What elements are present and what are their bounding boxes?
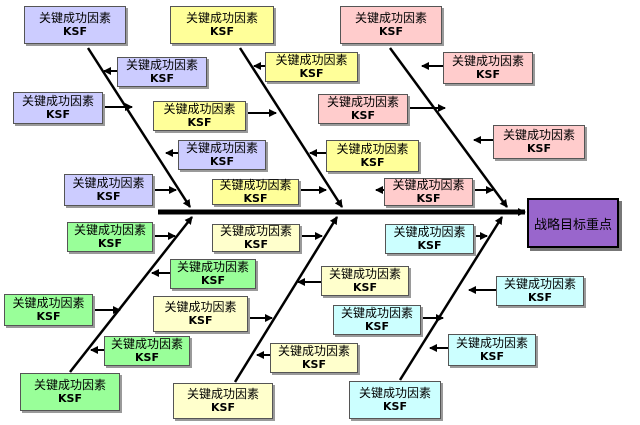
sub-arrows xyxy=(90,62,496,359)
factor-abbr: KSF xyxy=(201,274,225,287)
factor-abbr: KSF xyxy=(211,401,235,414)
factor-abbr: KSF xyxy=(351,109,375,122)
factor-label: 关键成功因素 xyxy=(38,11,111,25)
factor-label: 关键成功因素 xyxy=(275,53,348,67)
factor-label: 关键成功因素 xyxy=(186,387,259,401)
factor-abbr: KSF xyxy=(210,25,234,38)
factor-label: 关键成功因素 xyxy=(277,344,350,358)
factor-label: 关键成功因素 xyxy=(125,58,198,72)
factor-abbr: KSF xyxy=(416,192,441,205)
factor-abbr: KSF xyxy=(150,72,174,85)
factor-label: 关键成功因素 xyxy=(72,176,145,190)
factor-label: 关键成功因素 xyxy=(502,128,575,142)
factor-label: 关键成功因素 xyxy=(455,336,528,350)
factor-abbr: KSF xyxy=(135,351,159,364)
factor-label: 关键成功因素 xyxy=(503,277,576,291)
factor-label: 关键成功因素 xyxy=(12,296,85,310)
factor-abbr: KSF xyxy=(36,310,61,323)
factor-label: 关键成功因素 xyxy=(219,178,292,192)
factor-label: 关键成功因素 xyxy=(185,141,258,155)
factor-label: 关键成功因素 xyxy=(33,378,106,392)
factor-label: 关键成功因素 xyxy=(358,386,431,400)
factor-label: 关键成功因素 xyxy=(110,337,183,351)
bone-bottom-3 xyxy=(398,216,504,381)
factor-label: 关键成功因素 xyxy=(328,267,401,281)
factor-abbr: KSF xyxy=(46,108,70,121)
factor-label: 关键成功因素 xyxy=(392,178,465,192)
factor-abbr: KSF xyxy=(527,142,551,155)
factor-label: 关键成功因素 xyxy=(354,11,427,25)
factor-label: 关键成功因素 xyxy=(340,306,413,320)
factor-abbr: KSF xyxy=(365,320,389,333)
factor-abbr: KSF xyxy=(210,155,234,168)
bone-bottom-2 xyxy=(233,216,339,383)
factor-abbr: KSF xyxy=(98,237,122,250)
bone-top-3 xyxy=(388,47,509,208)
factor-abbr: KSF xyxy=(383,400,407,413)
factor-label: 关键成功因素 xyxy=(163,102,236,116)
factor-label: 关键成功因素 xyxy=(73,223,146,237)
factor-label: 关键成功因素 xyxy=(326,95,399,109)
factor-abbr: KSF xyxy=(476,68,500,81)
factor-abbr: KSF xyxy=(243,192,268,205)
factor-label: 关键成功因素 xyxy=(164,300,237,314)
factor-abbr: KSF xyxy=(187,116,212,129)
factor-abbr: KSF xyxy=(528,291,552,304)
factor-label: 关键成功因素 xyxy=(21,94,94,108)
bone-top-2 xyxy=(238,47,344,208)
factor-label: 关键成功因素 xyxy=(176,260,249,274)
factor-abbr: KSF xyxy=(417,239,442,252)
factor-abbr: KSF xyxy=(360,156,385,169)
factor-abbr: KSF xyxy=(244,238,268,251)
strategic-goal-box: 战略目标重点 xyxy=(527,198,619,248)
factor-abbr: KSF xyxy=(63,25,87,38)
factor-abbr: KSF xyxy=(353,281,377,294)
factor-label: 关键成功因素 xyxy=(393,225,466,239)
factor-label: 关键成功因素 xyxy=(219,224,292,238)
factor-label: 关键成功因素 xyxy=(451,54,524,68)
factor-label: 关键成功因素 xyxy=(185,11,258,25)
factor-abbr: KSF xyxy=(58,392,82,405)
factor-abbr: KSF xyxy=(188,314,213,327)
factor-label: 关键成功因素 xyxy=(336,142,409,156)
factor-abbr: KSF xyxy=(302,358,326,371)
factor-abbr: KSF xyxy=(299,67,324,80)
factor-abbr: KSF xyxy=(480,350,504,363)
factor-abbr: KSF xyxy=(379,25,403,38)
factor-abbr: KSF xyxy=(96,190,121,203)
